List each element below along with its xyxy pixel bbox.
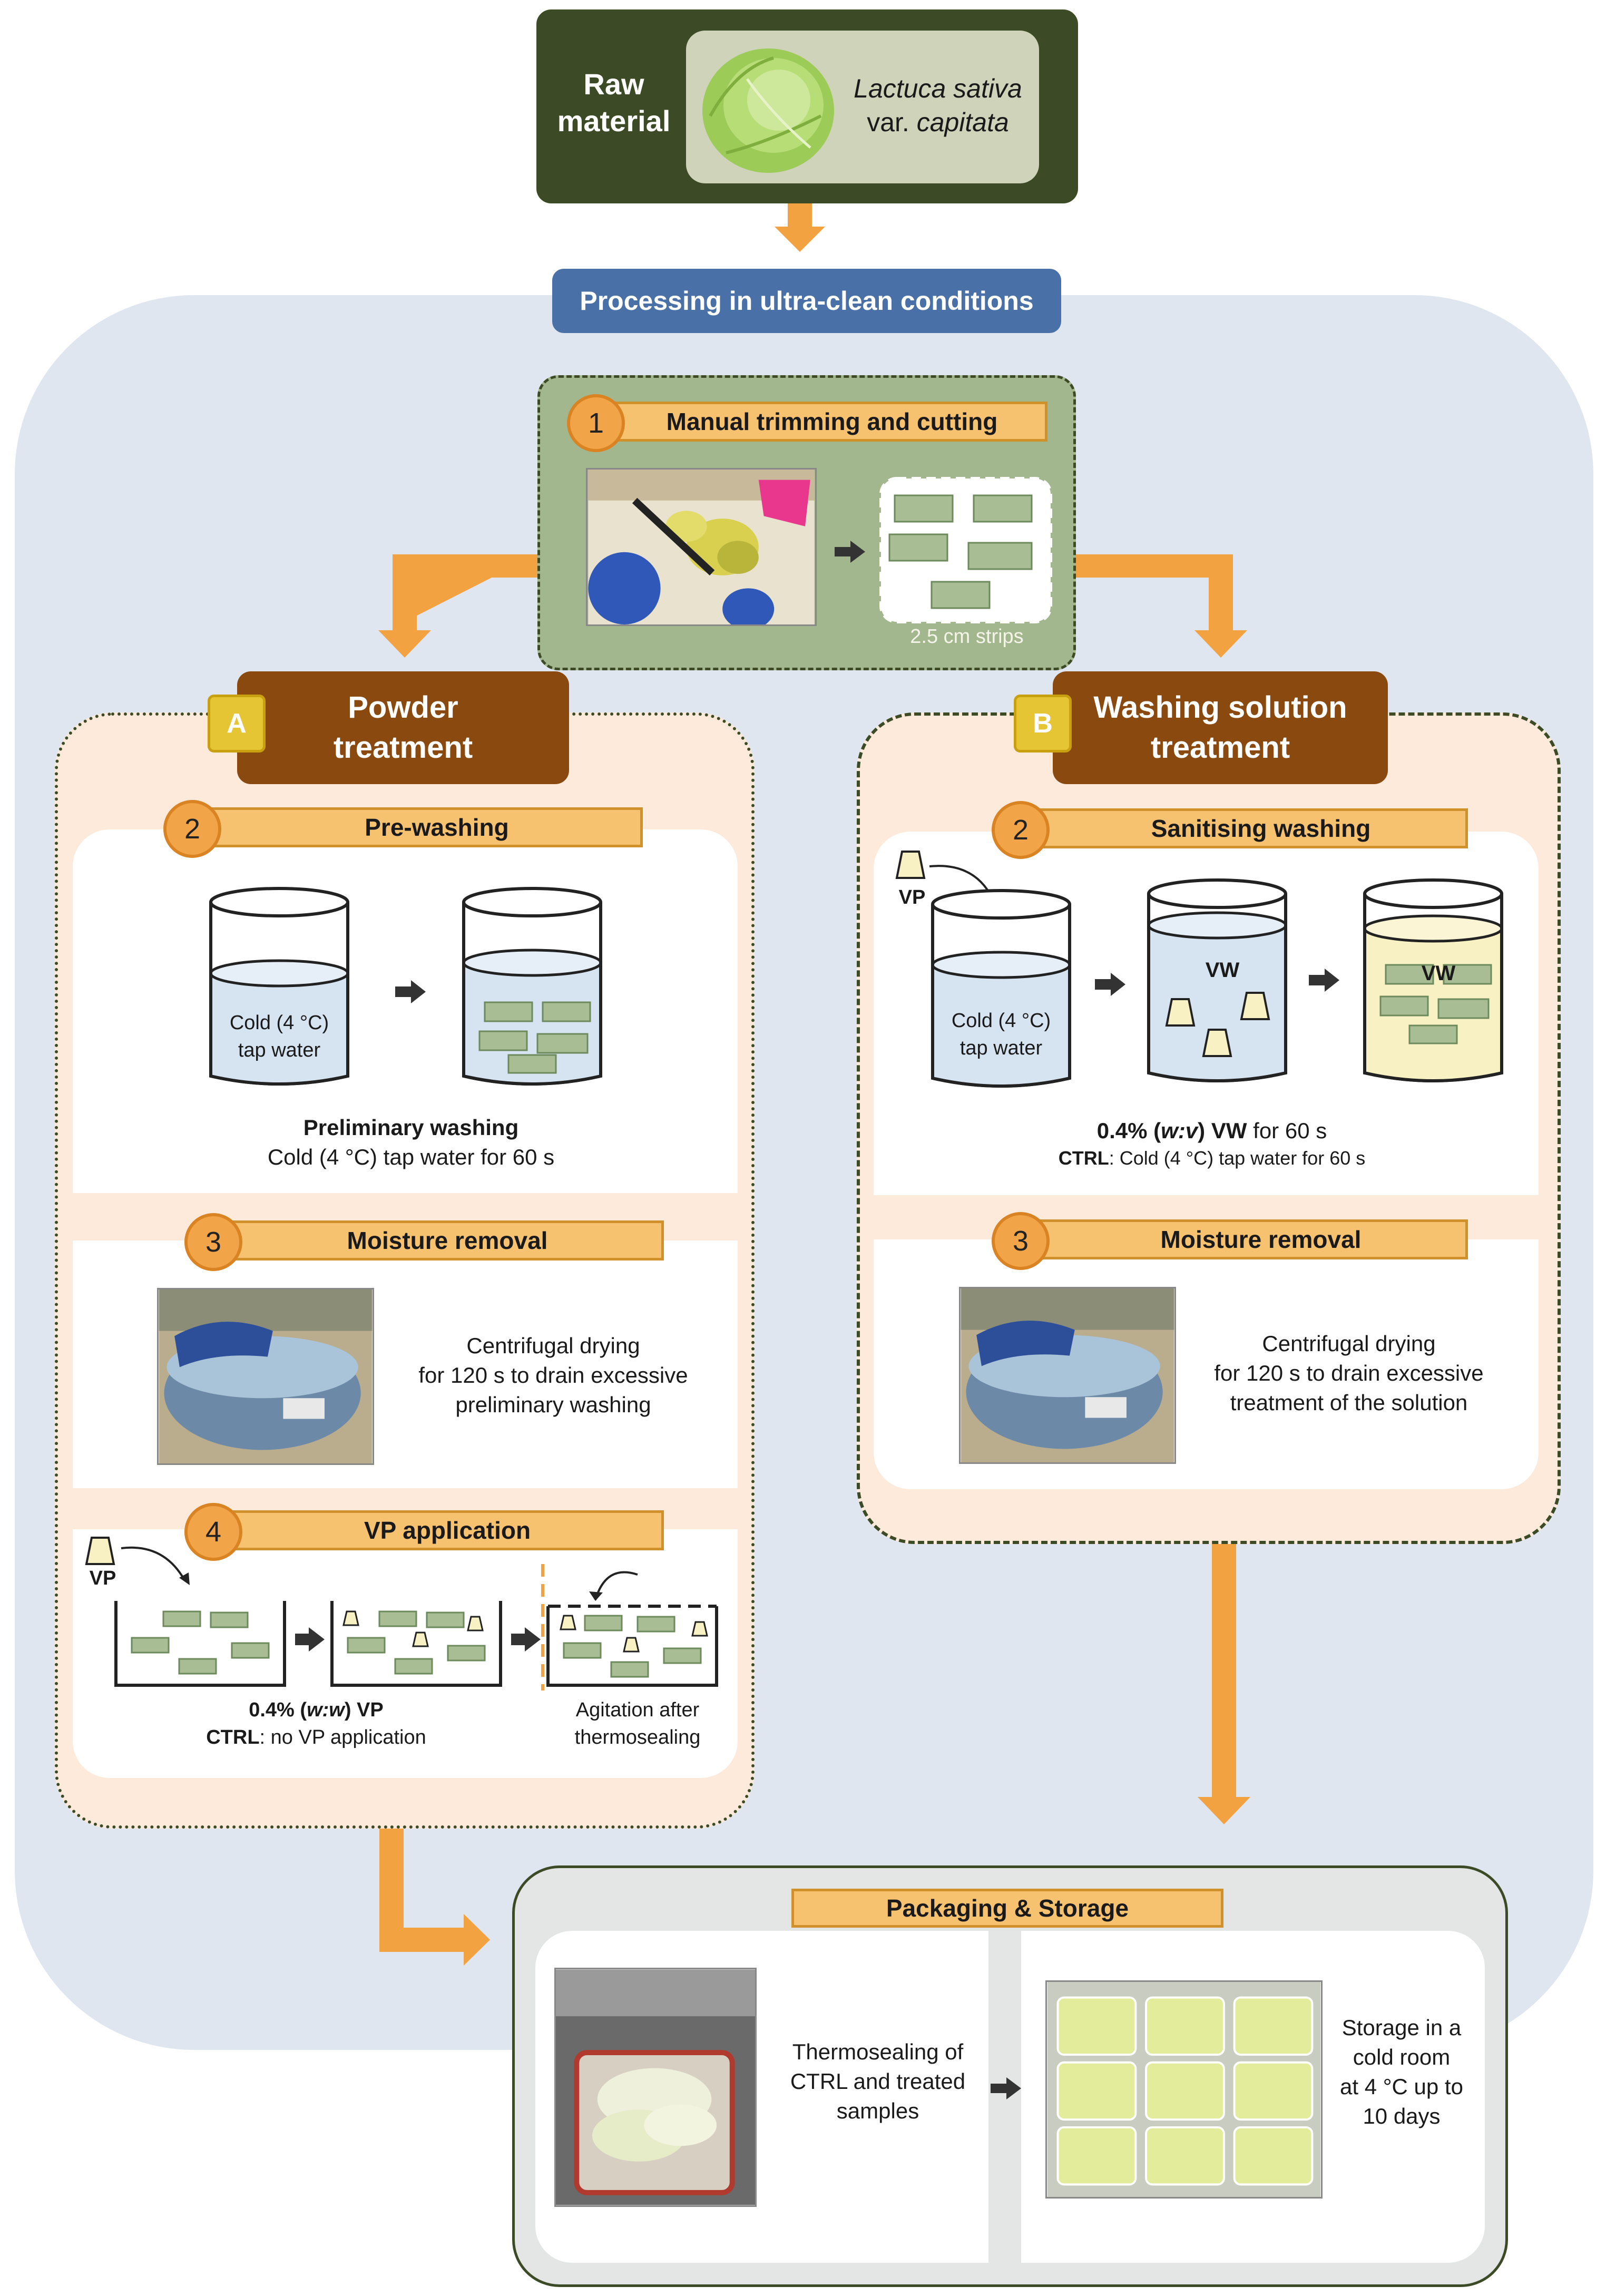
storage-text: Storage in a cold room at 4 °C up to 10 …	[1328, 2009, 1475, 2135]
a-step2-title: Pre-washing	[365, 814, 509, 841]
a-prewash-caption-text: Cold (4 °C) tap water for 60 s	[267, 1145, 555, 1169]
branch-b-title-box: Washing solution treatment	[1053, 671, 1388, 784]
species-var: capitata	[916, 108, 1009, 137]
a-moisture-line3: preliminary washing	[455, 1392, 651, 1417]
a-step2-card	[73, 829, 738, 1193]
b-moisture-text: Centrifugal drying for 120 s to drain ex…	[1191, 1326, 1507, 1421]
b-step3-title-bar: Moisture removal	[1033, 1219, 1468, 1259]
a-vp-label: VP	[89, 1567, 116, 1589]
a-moisture-text: Centrifugal drying for 120 s to drain ex…	[400, 1328, 706, 1423]
a-centrifuge-photo	[157, 1288, 374, 1465]
a-step3-number: 3	[184, 1213, 242, 1271]
storage-line3: at 4 °C up to	[1340, 2074, 1463, 2099]
packaging-title: Packaging & Storage	[886, 1894, 1129, 1922]
storage-line1: Storage in a	[1341, 2015, 1462, 2040]
b-step3-number: 3	[992, 1212, 1050, 1270]
b-wash-caption-italic: w:v	[1161, 1118, 1198, 1143]
a-step3-title: Moisture removal	[347, 1227, 548, 1254]
a-step4-card	[73, 1529, 738, 1778]
step1-number: 1	[567, 394, 625, 452]
a-step4-number: 4	[184, 1503, 242, 1561]
b-moisture-line3: treatment of the solution	[1230, 1390, 1468, 1415]
b-wash-caption: 0.4% (w:v) VW for 60 s CTRL: Cold (4 °C)…	[948, 1112, 1475, 1175]
b-moisture-line1: Centrifugal drying	[1262, 1331, 1436, 1356]
b-wash-ctrl-text: : Cold (4 °C) tap water for 60 s	[1109, 1147, 1366, 1169]
b-centrifuge-photo	[959, 1287, 1176, 1464]
branch-a-title-line1: Powder	[348, 690, 458, 725]
step1-title: Manual trimming and cutting	[666, 408, 998, 435]
a-agitation-line1: Agitation after	[575, 1699, 700, 1721]
a-vp-ctrl-bold: CTRL	[206, 1726, 260, 1748]
packaging-title-bar: Packaging & Storage	[791, 1889, 1223, 1928]
raw-label-line1: Raw	[583, 67, 644, 101]
storage-line4: 10 days	[1363, 2104, 1441, 2128]
raw-label-line2: material	[557, 104, 671, 138]
a-prewash-caption: Preliminary washing Cold (4 °C) tap wate…	[158, 1111, 664, 1174]
processing-banner: Processing in ultra-clean conditions	[552, 269, 1061, 333]
thermo-line3: samples	[836, 2098, 919, 2123]
a-vp-caption-prefix: 0.4% (	[249, 1699, 307, 1721]
a-moisture-line2: for 120 s to drain excessive	[418, 1363, 688, 1388]
cold-room-photo	[1045, 1980, 1323, 2199]
b-step3-title: Moisture removal	[1160, 1226, 1362, 1253]
branch-a-title-line2: treatment	[333, 730, 473, 765]
a-vp-caption-italic: w:w	[307, 1699, 345, 1721]
b-vw-label-2: VW	[1421, 961, 1456, 985]
b-step2-title-bar: Sanitising washing	[1033, 808, 1468, 848]
b-beaker-label-line1: Cold (4 °C)	[951, 1010, 1051, 1032]
thermosealer-photo	[554, 1968, 757, 2207]
species-var-prefix: var.	[867, 108, 909, 137]
a-vp-application-graphic	[85, 1537, 718, 1691]
b-beaker-label: Cold (4 °C) tap water	[933, 1005, 1070, 1063]
step1-small-arrow	[835, 541, 865, 563]
b-wash-beakers	[895, 851, 1503, 1088]
a-beaker-label-line1: Cold (4 °C)	[229, 1012, 329, 1034]
a-vp-ctrl-text: : no VP application	[259, 1726, 426, 1748]
thermo-line1: Thermosealing of	[792, 2039, 964, 2064]
a-step3-title-bar: Moisture removal	[210, 1220, 664, 1261]
a-vp-caption: 0.4% (w:w) VP CTRL: no VP application	[132, 1695, 501, 1753]
a-step4-title-bar: VP application	[210, 1510, 664, 1550]
b-wash-caption-suffix: ) VW	[1198, 1118, 1247, 1143]
b-vw-label-1: VW	[1205, 958, 1240, 982]
a-vp-caption-suffix: ) VP	[344, 1699, 384, 1721]
b-moisture-line2: for 120 s to drain excessive	[1214, 1361, 1484, 1385]
branch-b-title-line1: Washing solution	[1093, 690, 1347, 725]
b-wash-caption-duration: for 60 s	[1247, 1118, 1327, 1143]
step1-title-bar: Manual trimming and cutting	[595, 402, 1047, 442]
a-moisture-line1: Centrifugal drying	[466, 1333, 640, 1358]
cutting-photo	[586, 468, 817, 626]
a-beaker-label: Cold (4 °C) tap water	[211, 1008, 348, 1066]
a-step2-title-bar: Pre-washing	[210, 807, 643, 847]
branch-a-letter: A	[208, 695, 266, 753]
thermosealing-text: Thermosealing of CTRL and treated sample…	[772, 2034, 983, 2129]
raw-material-label: Raw material	[543, 63, 685, 142]
b-beaker-label-line2: tap water	[959, 1037, 1043, 1059]
species-genus: Lactuca sativa	[854, 74, 1022, 103]
a-prewash-caption-bold: Preliminary washing	[303, 1115, 519, 1140]
b-wash-ctrl-bold: CTRL	[1058, 1147, 1109, 1169]
a-agitation-caption: Agitation after thermosealing	[548, 1695, 727, 1753]
branch-a-title-box: Powder treatment	[237, 671, 569, 784]
strips-image	[879, 477, 1052, 623]
branch-b-title-line2: treatment	[1150, 730, 1290, 765]
a-prewash-beakers	[209, 887, 602, 1086]
species-name: Lactuca sativa var. capitata	[843, 69, 1033, 142]
b-step2-title: Sanitising washing	[1151, 815, 1371, 842]
a-step2-number: 2	[163, 800, 221, 858]
a-beaker-label-line2: tap water	[238, 1039, 321, 1061]
lettuce-image	[702, 48, 834, 173]
thermo-line2: CTRL and treated	[790, 2069, 966, 2094]
b-wash-caption-prefix: 0.4% (	[1096, 1118, 1161, 1143]
a-agitation-line2: thermosealing	[574, 1726, 701, 1748]
storage-line2: cold room	[1353, 2045, 1451, 2069]
branch-b-letter: B	[1014, 695, 1072, 753]
b-step2-number: 2	[992, 801, 1050, 859]
a-step4-title: VP application	[364, 1517, 531, 1544]
b-vp-label: VP	[898, 886, 926, 908]
strips-label: 2.5 cm strips	[910, 625, 1024, 648]
packaging-small-arrow	[991, 2077, 1021, 2099]
